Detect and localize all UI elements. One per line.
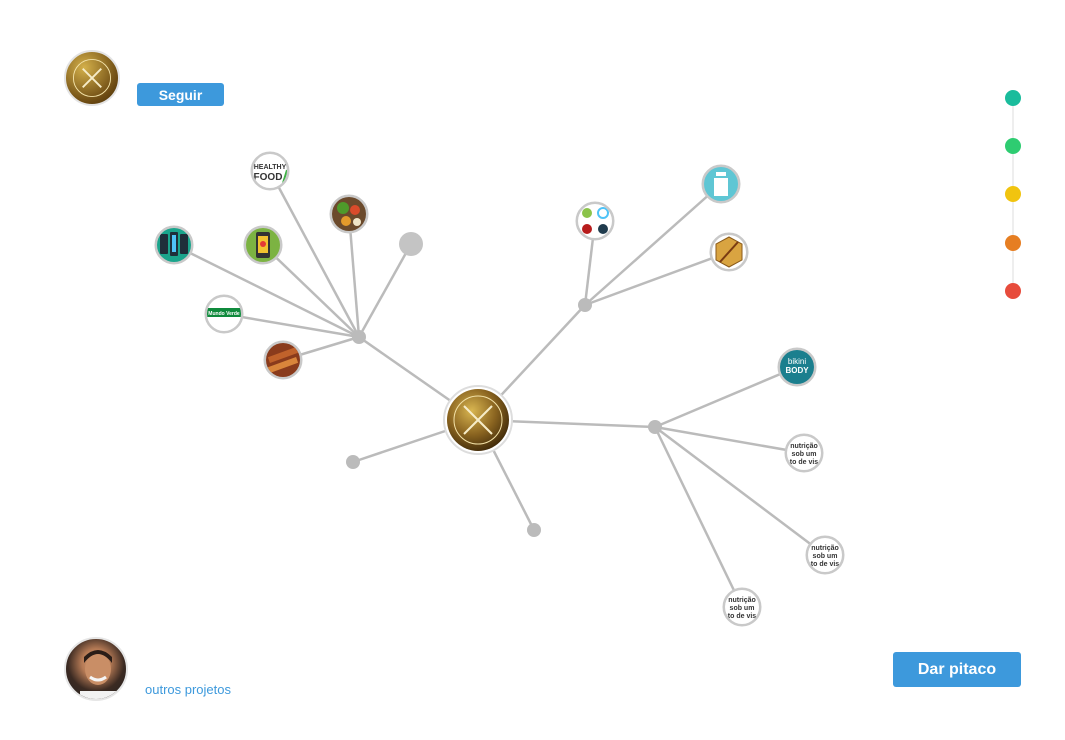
svg-text:nutrição: nutrição [728, 597, 756, 604]
svg-text:FOOD: FOOD [254, 172, 283, 183]
nutrition-text-node-3[interactable]: nutrição sob um to de vis [722, 587, 762, 627]
nutrition-text-node-1[interactable]: nutrição sob um to de vis [784, 433, 824, 473]
category-legend [1005, 90, 1021, 300]
legend-dot-yellow[interactable] [1005, 186, 1021, 202]
other-projects-link[interactable]: outros projetos [145, 682, 231, 697]
graph-edges [173, 170, 826, 608]
leaf-node-empty-left[interactable] [346, 455, 360, 469]
svg-text:sob um: sob um [792, 451, 817, 458]
legend-dot-teal[interactable] [1005, 90, 1021, 106]
hub-node-left[interactable] [352, 330, 366, 344]
nutrition-text-node-2[interactable]: nutrição sob um to de vis [805, 535, 845, 575]
svg-text:nutrição: nutrição [811, 545, 839, 552]
allergio-logo-icon [463, 405, 493, 435]
svg-text:sob um: sob um [813, 553, 838, 560]
milk-bottle-node[interactable] [701, 164, 741, 204]
give-opinion-button[interactable]: Dar pitaco [893, 652, 1021, 687]
user-photo-icon [80, 650, 116, 699]
svg-text:bikini: bikini [788, 357, 806, 366]
allergen-icons-node[interactable] [575, 201, 615, 241]
allergio-logo-icon [72, 58, 112, 98]
svg-text:sob um: sob um [730, 605, 755, 612]
hub-node-right[interactable] [648, 420, 662, 434]
svg-text:BODY: BODY [785, 366, 809, 375]
food-app-phone-node[interactable] [243, 225, 283, 265]
legend-dot-green[interactable] [1005, 138, 1021, 154]
svg-text:to de vis: to de vis [811, 561, 840, 568]
legend-dot-red[interactable] [1005, 283, 1021, 299]
leaf-node-empty-bottom[interactable] [527, 523, 541, 537]
legend-dot-orange[interactable] [1005, 235, 1021, 251]
food-photo-node[interactable] [263, 340, 303, 380]
svg-text:to de vis: to de vis [790, 459, 819, 466]
gluten-free-node[interactable] [709, 232, 749, 272]
svg-text:HEALTHY: HEALTHY [254, 164, 287, 171]
bikini-body-node[interactable]: bikini BODY [777, 347, 817, 387]
svg-text:nutrição: nutrição [790, 443, 818, 450]
project-avatar[interactable] [64, 50, 120, 106]
mundo-verde-node[interactable]: Mundo Verde [204, 294, 244, 334]
hub-node-top-right[interactable] [578, 298, 592, 312]
center-project-node[interactable] [443, 385, 513, 455]
vegetables-node[interactable] [329, 194, 369, 234]
svg-text:Mundo Verde: Mundo Verde [208, 311, 240, 317]
follow-button[interactable]: Seguir [137, 83, 224, 106]
healthy-food-node[interactable]: HEALTHY FOOD [250, 151, 290, 191]
user-avatar[interactable] [64, 637, 128, 701]
svg-text:to de vis: to de vis [728, 613, 757, 620]
multi-phone-app-node[interactable] [154, 225, 194, 265]
empty-node-top[interactable] [399, 232, 423, 256]
